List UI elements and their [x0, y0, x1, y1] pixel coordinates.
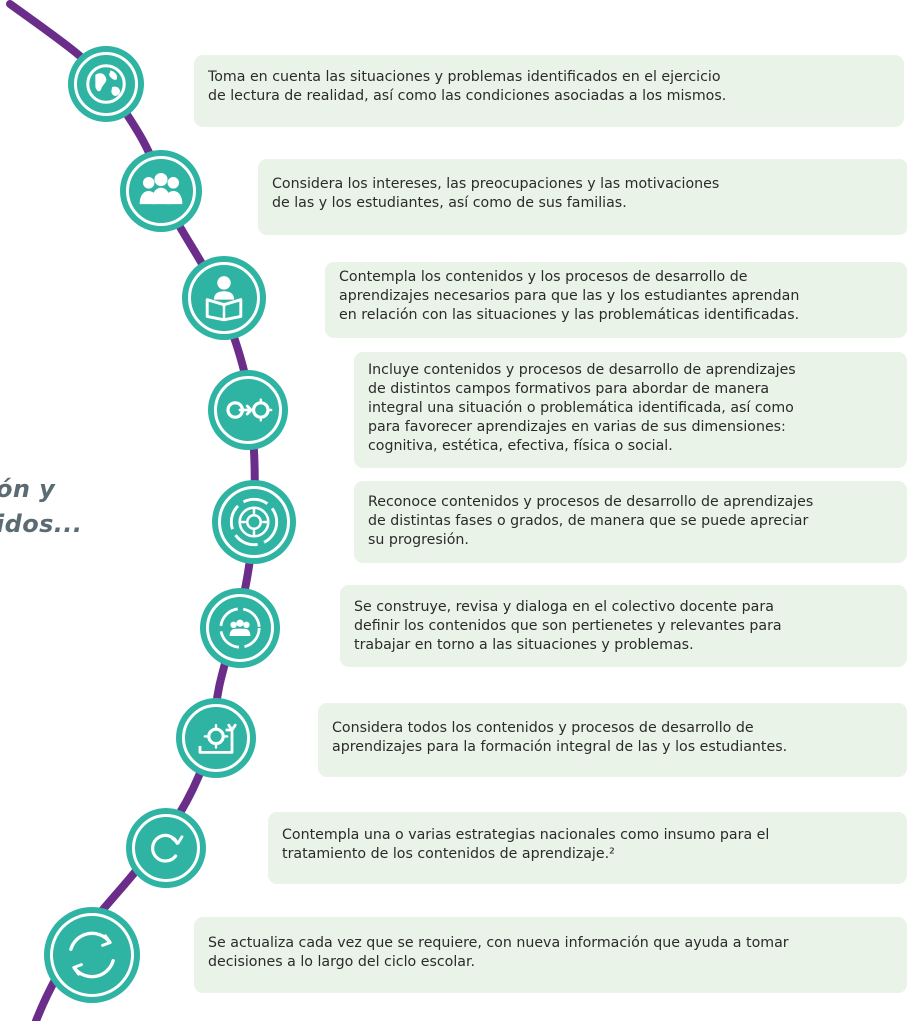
gear-cycle-icon — [212, 480, 296, 564]
step-4-line-5: cognitiva, estética, efectiva, física o … — [368, 438, 673, 454]
step-4-line-2: de distintos campos formativos para abor… — [368, 381, 770, 397]
step-6-line-1: Se construye, revisa y dialoga en el col… — [354, 599, 774, 615]
step-9-line-2: decisiones a lo largo del ciclo escolar. — [208, 954, 475, 970]
step-7-line-1: Considera todos los contenidos y proceso… — [332, 720, 754, 736]
globe-icon — [68, 46, 144, 122]
step-6-line-3: trabajar en torno a las situaciones y pr… — [354, 637, 694, 653]
step-6-line-2: definir los contenidos que son pertienet… — [354, 618, 782, 634]
side-title-line-1: ón y — [0, 475, 56, 503]
gear-arrow-icon — [208, 370, 288, 450]
people-cycle-icon — [200, 588, 280, 668]
step-2-line-1: Considera los intereses, las preocupacio… — [272, 176, 720, 192]
step-4-line-1: Incluye contenidos y procesos de desarro… — [368, 362, 796, 378]
refresh-small-icon — [126, 808, 206, 888]
step-card-4: Incluye contenidos y procesos de desarro… — [354, 352, 907, 468]
step-9-line-1: Se actualiza cada vez que se requiere, c… — [208, 935, 789, 951]
gear-loop-icon — [176, 698, 256, 778]
step-5-line-3: su progresión. — [368, 532, 469, 548]
step-card-6: Se construye, revisa y dialoga en el col… — [340, 585, 907, 667]
step-4-line-3: integral una situación o problemática id… — [368, 400, 794, 416]
step-card-9: Se actualiza cada vez que se requiere, c… — [194, 917, 907, 993]
step-3-line-3: en relación con las situaciones y las pr… — [339, 307, 800, 323]
step-3-line-2: aprendizajes necesarios para que las y l… — [339, 288, 800, 304]
step-8-line-2: tratamiento de los contenidos de aprendi… — [282, 846, 615, 862]
step-2-line-2: de las y los estudiantes, así como de su… — [272, 195, 627, 211]
step-1-line-2: de lectura de realidad, así como las con… — [208, 88, 727, 104]
student-reading-icon — [182, 256, 266, 340]
step-1-line-1: Toma en cuenta las situaciones y problem… — [208, 69, 721, 85]
step-card-2: Considera los intereses, las preocupacio… — [258, 159, 907, 235]
step-card-1: Toma en cuenta las situaciones y problem… — [194, 55, 904, 127]
step-7-line-2: aprendizajes para la formación integral … — [332, 739, 788, 755]
step-5-line-1: Reconoce contenidos y procesos de desarr… — [368, 494, 814, 510]
refresh-large-icon — [44, 907, 140, 1003]
step-card-8: Contempla una o varias estrategias nacio… — [268, 812, 907, 884]
step-card-5: Reconoce contenidos y procesos de desarr… — [354, 481, 907, 563]
step-card-3: Contempla los contenidos y los procesos … — [325, 262, 907, 338]
step-card-7: Considera todos los contenidos y proceso… — [318, 703, 907, 777]
side-title: ón y idos... — [0, 472, 82, 542]
step-8-line-1: Contempla una o varias estrategias nacio… — [282, 827, 770, 843]
step-3-line-1: Contempla los contenidos y los procesos … — [339, 269, 748, 285]
side-title-line-2: idos... — [0, 510, 83, 538]
step-5-line-2: de distintas fases o grados, de manera q… — [368, 513, 809, 529]
step-4-line-4: para favorecer aprendizajes en varias de… — [368, 419, 786, 435]
people-group-icon — [120, 150, 202, 232]
